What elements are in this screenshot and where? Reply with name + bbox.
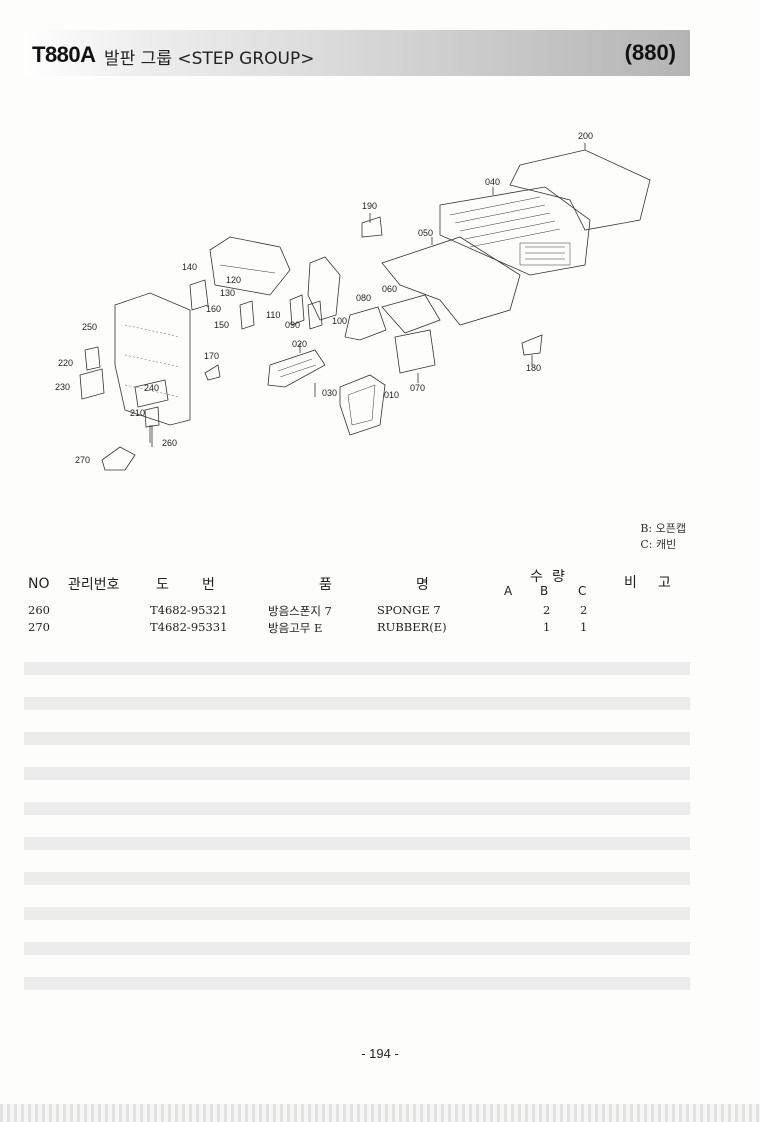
label-260: 260	[162, 438, 177, 448]
row-name-en: SPONGE 7	[377, 603, 441, 617]
part-170-small	[204, 364, 221, 381]
header-a: A	[504, 584, 513, 598]
parts-table-header: NO 관리번호 도 번 품 명 수 량 A B C 비 고	[24, 566, 690, 604]
legend-c: C: 캐빈	[640, 538, 677, 551]
part-020-step	[267, 349, 326, 388]
header-pum: 품	[319, 577, 332, 593]
part-220-plate	[84, 346, 101, 371]
part-100-side-panel	[307, 256, 341, 321]
label-190: 190	[362, 201, 377, 211]
header-ryang: 량	[552, 569, 565, 585]
header-do: 도	[156, 577, 169, 593]
part-040-floor-plate	[439, 186, 591, 276]
part-250-side-cover	[114, 292, 191, 426]
row-part-number: T4682-95321	[150, 603, 228, 617]
legend-b: B: 오픈캡	[640, 522, 686, 535]
label-200: 200	[578, 131, 593, 141]
part-180-bracket	[521, 334, 543, 356]
label-120: 120	[226, 275, 241, 285]
label-160: 160	[206, 304, 221, 314]
part-060-panel	[381, 294, 441, 334]
header-beon: 번	[202, 577, 215, 593]
label-250: 250	[82, 322, 97, 332]
header-go: 고	[658, 575, 671, 591]
row-name-en: RUBBER(E)	[377, 620, 447, 634]
part-080-panel	[344, 306, 387, 341]
part-200-mat	[509, 149, 651, 231]
label-240: 240	[144, 383, 159, 393]
part-210-bracket	[144, 406, 160, 428]
row-name-kr: 방음스폰지 7	[268, 604, 332, 618]
label-270: 270	[75, 455, 90, 465]
label-090: 090	[285, 320, 300, 330]
label-050: 050	[418, 228, 433, 238]
part-050-floor-panel	[381, 236, 521, 326]
label-040: 040	[485, 177, 500, 187]
label-130: 130	[220, 288, 235, 298]
model-code: T880A	[32, 42, 96, 67]
header-mgmt: 관리번호	[68, 577, 120, 593]
table-row: 260 T4682-95321 방음스폰지 7 SPONGE 7 2 2	[24, 603, 690, 620]
label-170: 170	[204, 351, 219, 361]
header-myeong: 명	[416, 577, 429, 593]
header-c: C	[578, 584, 587, 598]
row-no: 270	[28, 620, 50, 634]
part-150-bracket	[239, 300, 255, 330]
group-title: 발판 그룹 <STEP GROUP>	[104, 49, 315, 69]
part-010-step-frame	[339, 374, 386, 436]
row-qty-b: 1	[543, 620, 551, 634]
diagram-svg: 200 040 190 050 140 120 130 160 150 110 …	[55, 131, 651, 471]
row-name-kr: 방음고무 E	[268, 621, 323, 635]
row-qty-b: 2	[543, 603, 551, 617]
table-background	[24, 640, 690, 1010]
row-no: 260	[28, 603, 50, 617]
header-b: B	[540, 584, 549, 598]
part-120-cowl	[209, 236, 291, 296]
label-020: 020	[292, 339, 307, 349]
parts-table-body: 260 T4682-95321 방음스폰지 7 SPONGE 7 2 2 270…	[24, 603, 690, 637]
label-180: 180	[526, 363, 541, 373]
label-070: 070	[410, 383, 425, 393]
row-qty-c: 1	[580, 620, 588, 634]
header-bi: 비	[624, 575, 637, 591]
part-070-panel	[394, 329, 436, 374]
exploded-parts-diagram: 200 040 190 050 140 120 130 160 150 110 …	[40, 125, 680, 490]
part-160-bracket	[189, 279, 209, 311]
page-header: T880A 발판 그룹 <STEP GROUP> (880)	[24, 30, 690, 76]
legend: B: 오픈캡 C: 캐빈	[640, 521, 686, 553]
label-220: 220	[58, 358, 73, 368]
label-210: 210	[130, 408, 145, 418]
part-190-bracket	[361, 216, 383, 238]
part-110-bracket	[289, 294, 305, 326]
scan-edge-band	[0, 1104, 760, 1122]
table-row: 270 T4682-95331 방음고무 E RUBBER(E) 1 1	[24, 620, 690, 637]
label-150: 150	[214, 320, 229, 330]
label-030: 030	[322, 388, 337, 398]
label-100: 100	[332, 316, 347, 326]
label-230: 230	[55, 382, 70, 392]
label-110: 110	[266, 310, 280, 320]
label-140: 140	[182, 262, 197, 272]
label-010: 010	[384, 390, 399, 400]
part-230-plate	[79, 368, 105, 400]
row-part-number: T4682-95331	[150, 620, 228, 634]
group-number: (880)	[624, 40, 676, 65]
header-no: NO	[28, 576, 50, 592]
label-060: 060	[382, 284, 397, 294]
header-su: 수	[530, 569, 543, 585]
part-090-bracket	[307, 300, 323, 330]
part-270-rubber	[101, 446, 136, 471]
row-qty-c: 2	[580, 603, 588, 617]
label-080: 080	[356, 293, 371, 303]
part-240-bracket	[134, 379, 169, 408]
page-number: - 194 -	[361, 1046, 399, 1061]
